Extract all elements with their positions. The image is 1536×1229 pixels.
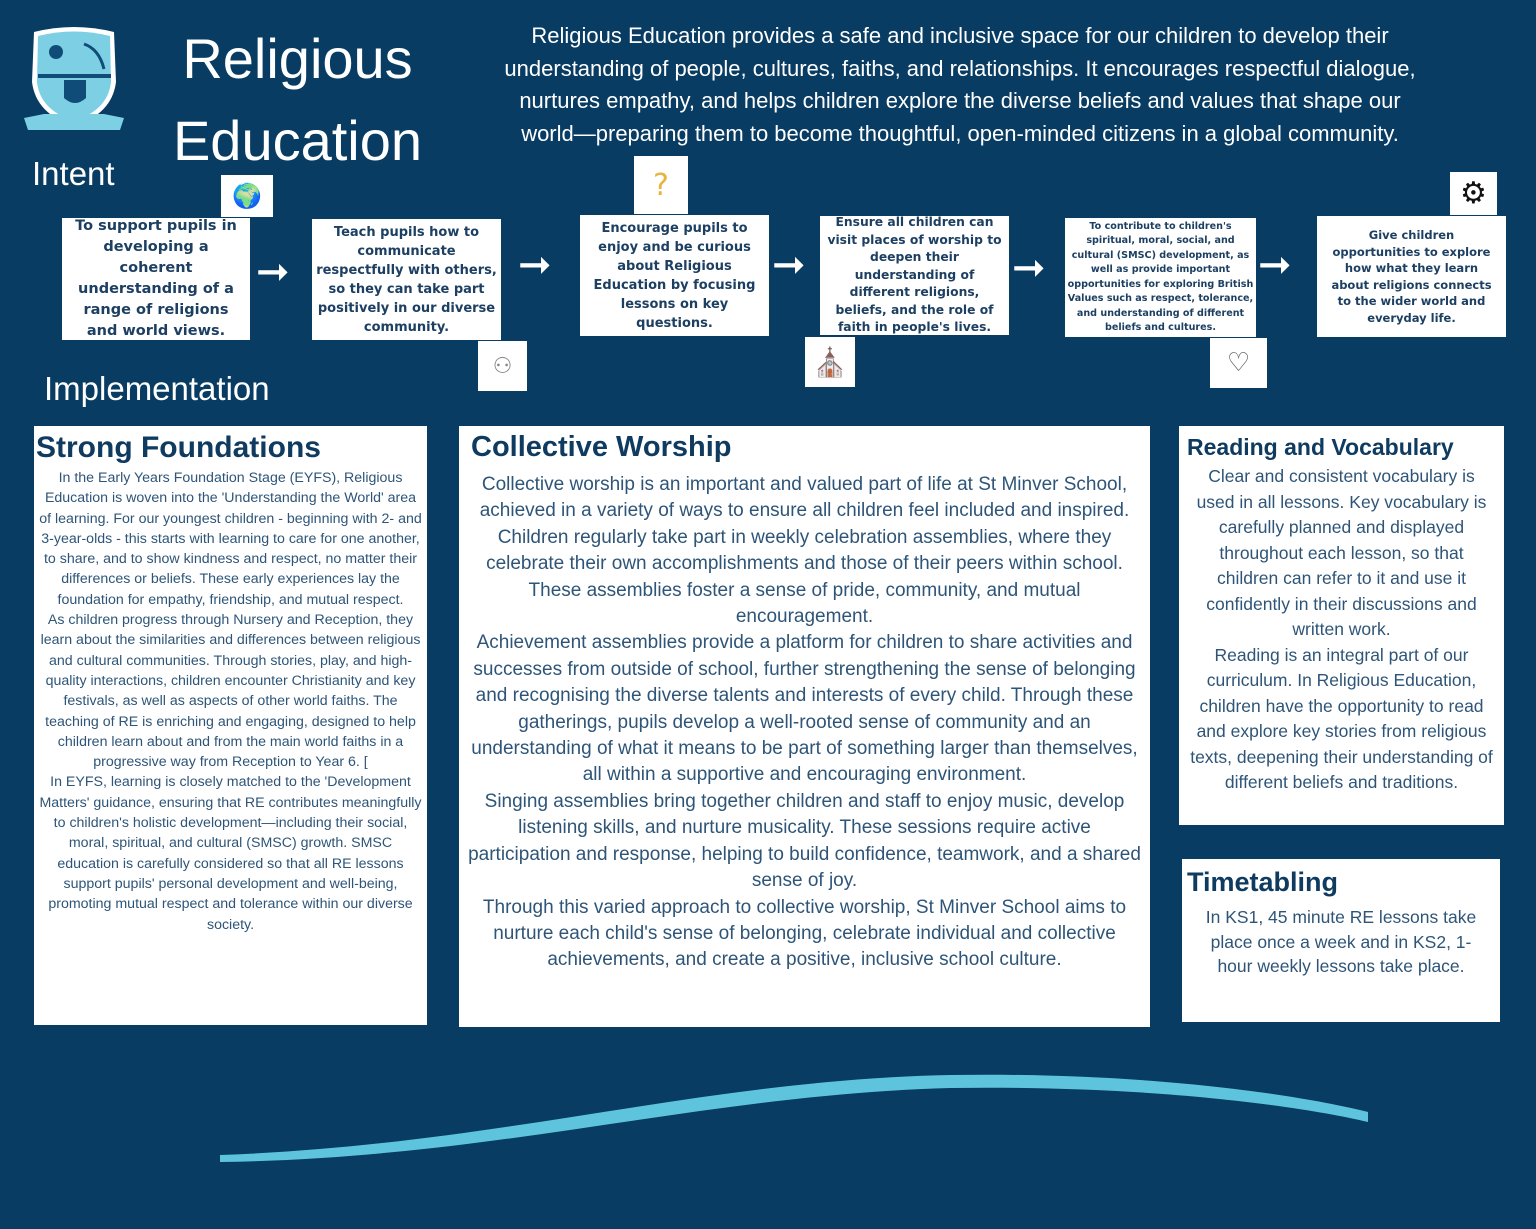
reading-vocabulary-card: Reading and Vocabulary Clear and consist… — [1179, 426, 1504, 825]
timetabling-card: Timetabling In KS1, 45 minute RE lessons… — [1182, 859, 1500, 1022]
paragraph: Through this varied approach to collecti… — [482, 896, 1127, 971]
paragraph: Singing assemblies bring together childr… — [468, 790, 1141, 892]
world-faiths-icon: 🌍 — [221, 175, 273, 217]
intent-box-1: To support pupils in developing a cohere… — [62, 218, 250, 340]
church-icon: ⛪ — [805, 337, 855, 387]
decorative-wave — [220, 1074, 1368, 1162]
heart-hands-icon: ♡ — [1210, 338, 1267, 388]
lightbulb-question-icon: ? — [634, 156, 688, 214]
arrow-right-icon: ➞ — [518, 242, 552, 288]
card-title: Strong Foundations — [36, 431, 321, 464]
paragraph: In the Early Years Foundation Stage (EYF… — [39, 470, 422, 608]
implementation-heading: Implementation — [44, 370, 270, 407]
intent-box-2: Teach pupils how to communicate respectf… — [312, 219, 501, 340]
intent-box-4: Ensure all children can visit places of … — [820, 215, 1009, 335]
card-title: Reading and Vocabulary — [1187, 434, 1454, 460]
collective-worship-card: Collective Worship Collective worship is… — [459, 426, 1150, 1027]
arrow-right-icon: ➞ — [1258, 242, 1292, 288]
paragraph: Reading is an integral part of our curri… — [1190, 644, 1493, 793]
intent-box-5: To contribute to children's spiritual, m… — [1065, 218, 1256, 337]
intro-text: Religious Education provides a safe and … — [504, 23, 1416, 146]
card-title: Timetabling — [1187, 867, 1339, 897]
page-title: Religious Education — [172, 27, 423, 172]
paragraph: Achievement assemblies provide a platfor… — [471, 632, 1138, 786]
people-icon: ⚇ — [478, 341, 527, 391]
paragraph: In EYFS, learning is closely matched to … — [39, 774, 422, 933]
card-title: Collective Worship — [471, 431, 732, 463]
gears-icon: ⚙ — [1450, 172, 1497, 215]
paragraph: Clear and consistent vocabulary is used … — [1196, 466, 1487, 639]
paragraph: In KS1, 45 minute RE lessons take place … — [1205, 907, 1477, 976]
intent-box-6: Give children opportunities to explore h… — [1317, 216, 1506, 337]
arrow-right-icon: ➞ — [1012, 245, 1046, 291]
paragraph: Collective worship is an important and v… — [479, 474, 1130, 628]
school-logo — [24, 22, 124, 134]
paragraph: As children progress through Nursery and… — [40, 612, 421, 771]
intent-heading: Intent — [32, 155, 115, 192]
arrow-right-icon: ➞ — [256, 249, 290, 295]
strong-foundations-card: Strong Foundations In the Early Years Fo… — [34, 426, 427, 1025]
intent-box-3: Encourage pupils to enjoy and be curious… — [580, 215, 769, 336]
arrow-right-icon: ➞ — [772, 242, 806, 288]
